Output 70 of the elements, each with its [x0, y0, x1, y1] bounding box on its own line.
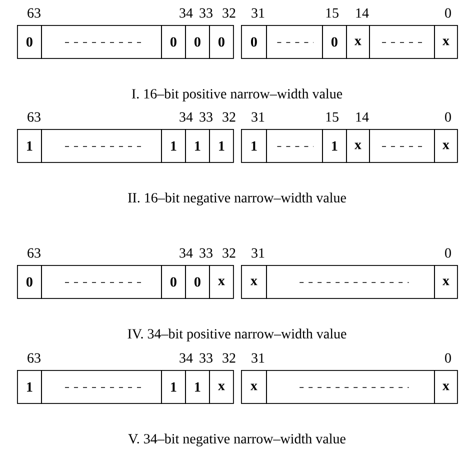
ellipsis-cell — [266, 129, 323, 163]
bit-number: 31 — [252, 8, 264, 18]
bit-number: 34 — [180, 8, 193, 18]
bit-number: 63 — [28, 248, 40, 258]
caption: II. 16–bit negative narrow–width value — [128, 192, 346, 206]
bit-cell: 0 — [185, 25, 210, 59]
ellipsis-cell — [41, 265, 162, 299]
bit-number: 32 — [222, 8, 236, 18]
bit-cell: 1 — [185, 129, 210, 163]
bit-number: 14 — [356, 8, 369, 18]
bit-number: 31 — [252, 112, 264, 122]
bit-number: 63 — [28, 112, 40, 122]
caption: IV. 34–bit positive narrow–width value — [128, 328, 346, 342]
bit-cell: 0 — [241, 25, 267, 59]
bit-cell: x — [434, 265, 458, 299]
bit-cell: x — [434, 370, 458, 404]
bit-cell: 0 — [17, 265, 42, 299]
bit-cell: 0 — [209, 25, 234, 59]
bit-number: 32 — [222, 353, 236, 363]
bit-number: 33 — [200, 353, 212, 363]
bit-cell: 1 — [241, 129, 267, 163]
bit-number: 0 — [445, 353, 451, 363]
bit-cell: 0 — [161, 25, 186, 59]
caption: I. 16–bit positive narrow–width value — [132, 88, 342, 102]
ellipsis-cell — [41, 129, 162, 163]
bit-cell: 0 — [161, 265, 186, 299]
bit-number: 15 — [326, 8, 338, 18]
bit-number: 34 — [180, 248, 193, 258]
caption: V. 34–bit negative narrow–width value — [128, 434, 346, 446]
bit-cell: x — [434, 129, 458, 163]
bit-number: 34 — [180, 353, 193, 363]
bit-cell: 0 — [322, 25, 347, 59]
ellipsis-cell — [266, 265, 435, 299]
ellipsis-cell — [266, 370, 435, 404]
ellipsis-cell — [369, 25, 435, 59]
bit-cell: x — [241, 370, 267, 404]
bit-number: 0 — [445, 112, 451, 122]
ellipsis-cell — [41, 370, 162, 404]
bit-number: 0 — [445, 8, 451, 18]
bit-cell: 1 — [161, 370, 186, 404]
bit-number: 63 — [28, 353, 40, 363]
bit-cell: x — [434, 25, 458, 59]
bit-cell: 1 — [17, 370, 42, 404]
bit-number: 31 — [252, 353, 264, 363]
bit-cell: 1 — [185, 370, 210, 404]
bit-cell: x — [209, 370, 234, 404]
bit-number: 14 — [356, 112, 369, 122]
ellipsis-cell — [369, 129, 435, 163]
bit-cell: 0 — [185, 265, 210, 299]
bit-cell: 1 — [209, 129, 234, 163]
bit-number: 32 — [222, 112, 236, 122]
bit-cell: 1 — [161, 129, 186, 163]
bit-number: 15 — [326, 112, 338, 122]
bit-number: 32 — [222, 248, 236, 258]
bit-cell: 1 — [17, 129, 42, 163]
bit-cell: x — [209, 265, 234, 299]
bit-number: 34 — [180, 112, 193, 122]
bit-number: 33 — [200, 248, 212, 258]
bit-cell: x — [346, 25, 370, 59]
bit-number: 33 — [200, 112, 212, 122]
bit-number: 63 — [28, 8, 40, 18]
bit-cell: x — [241, 265, 267, 299]
bit-number: 0 — [445, 248, 451, 258]
ellipsis-cell — [266, 25, 323, 59]
ellipsis-cell — [41, 25, 162, 59]
bit-number: 31 — [252, 248, 264, 258]
bit-cell: x — [346, 129, 370, 163]
bit-cell: 1 — [322, 129, 347, 163]
bit-cell: 0 — [17, 25, 42, 59]
bit-number: 33 — [200, 8, 212, 18]
